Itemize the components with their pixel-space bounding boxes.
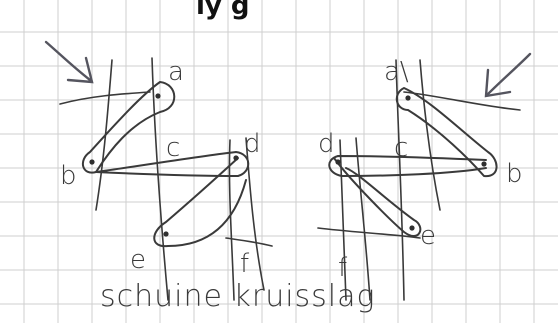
left-label-b: b <box>60 161 77 191</box>
left-label-e: e <box>130 245 146 275</box>
right-entry-line <box>404 92 520 110</box>
header-partial-text: ly g <box>196 0 250 21</box>
right-post-4 <box>420 60 440 210</box>
right-loop-d-e <box>334 158 420 236</box>
right-loop-a-b <box>397 88 497 176</box>
left-point-e <box>163 231 168 236</box>
left-point-a <box>155 93 160 98</box>
right-figure: a\ b c d e f <box>318 54 530 300</box>
left-arrow-shaft <box>46 42 90 80</box>
left-point-b <box>89 159 94 164</box>
right-label-b: b <box>506 159 523 189</box>
right-point-d <box>335 159 340 164</box>
left-label-c: c <box>166 133 180 163</box>
right-post-2 <box>356 138 370 300</box>
left-label-f: f <box>240 249 250 279</box>
right-label-d: d <box>318 129 335 159</box>
left-label-d: d <box>244 129 261 159</box>
right-point-a <box>405 95 410 100</box>
left-point-d <box>233 155 238 160</box>
left-exit-line <box>226 238 272 246</box>
right-point-b <box>481 161 486 166</box>
left-label-a: a <box>168 57 184 87</box>
left-figure: a b c d e f <box>46 42 272 300</box>
right-label-a: a\ <box>384 57 409 87</box>
right-label-e: e <box>420 221 436 251</box>
right-label-c: c <box>394 133 408 163</box>
right-arrow-shaft <box>488 54 530 94</box>
left-post-1 <box>96 60 112 210</box>
right-point-e <box>409 225 414 230</box>
caption-text: schuine kruisslag <box>100 279 376 314</box>
